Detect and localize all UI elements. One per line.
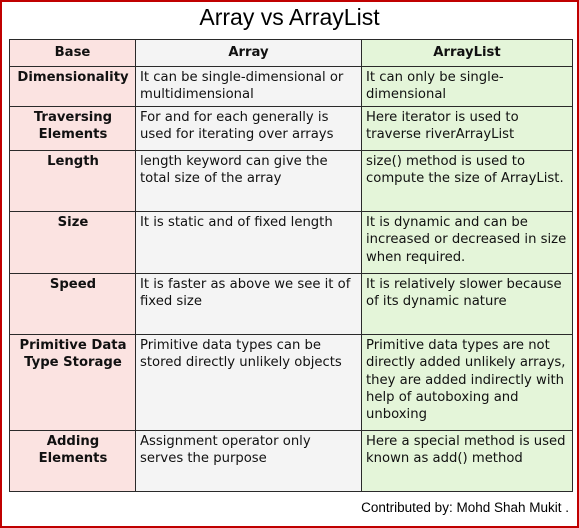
- row-base: Traversing Elements: [9, 105, 136, 151]
- comparison-table: Base Array ArrayList Dimensionality It c…: [9, 39, 573, 492]
- header-arraylist: ArrayList: [361, 39, 573, 67]
- row-base: Primitive Data Type Storage: [9, 333, 136, 431]
- row-array: It can be single-dimensional or multidim…: [135, 66, 362, 107]
- header-base: Base: [9, 39, 136, 67]
- row-base: Adding Elements: [9, 429, 136, 492]
- table-header-row: Base Array ArrayList: [9, 39, 573, 67]
- row-array: length keyword can give the total size o…: [135, 149, 362, 212]
- row-array: It is faster as above we see it of fixed…: [135, 272, 362, 335]
- page-title: Array vs ArrayList: [199, 4, 380, 30]
- row-arraylist: Here a special method is used known as a…: [361, 429, 573, 492]
- row-array: It is static and of fixed length: [135, 210, 362, 274]
- row-array: For and for each generally is used for i…: [135, 105, 362, 151]
- row-base: Dimensionality: [9, 66, 136, 107]
- table-row: Primitive Data Type Storage Primitive da…: [9, 333, 573, 431]
- header-array: Array: [135, 39, 362, 67]
- row-arraylist: Primitive data types are not directly ad…: [361, 333, 573, 431]
- row-array: Assignment operator only serves the purp…: [135, 429, 362, 492]
- row-arraylist: size() method is used to compute the siz…: [361, 149, 573, 212]
- table-row: Speed It is faster as above we see it of…: [9, 272, 573, 335]
- table-row: Adding Elements Assignment operator only…: [9, 429, 573, 492]
- row-arraylist: Here iterator is used to traverse riverA…: [361, 105, 573, 151]
- row-arraylist: It is dynamic and can be increased or de…: [361, 210, 573, 274]
- row-base: Length: [9, 149, 136, 212]
- table-row: Length length keyword can give the total…: [9, 149, 573, 212]
- table-row: Traversing Elements For and for each gen…: [9, 105, 573, 151]
- table-row: Size It is static and of fixed length It…: [9, 210, 573, 274]
- contributor-credit: Contributed by: Mohd Shah Mukit .: [361, 500, 569, 515]
- row-base: Size: [9, 210, 136, 274]
- row-arraylist: It is relatively slower because of its d…: [361, 272, 573, 335]
- row-base: Speed: [9, 272, 136, 335]
- row-arraylist: It can only be single-dimensional: [361, 66, 573, 107]
- row-array: Primitive data types can be stored direc…: [135, 333, 362, 431]
- table-row: Dimensionality It can be single-dimensio…: [9, 66, 573, 107]
